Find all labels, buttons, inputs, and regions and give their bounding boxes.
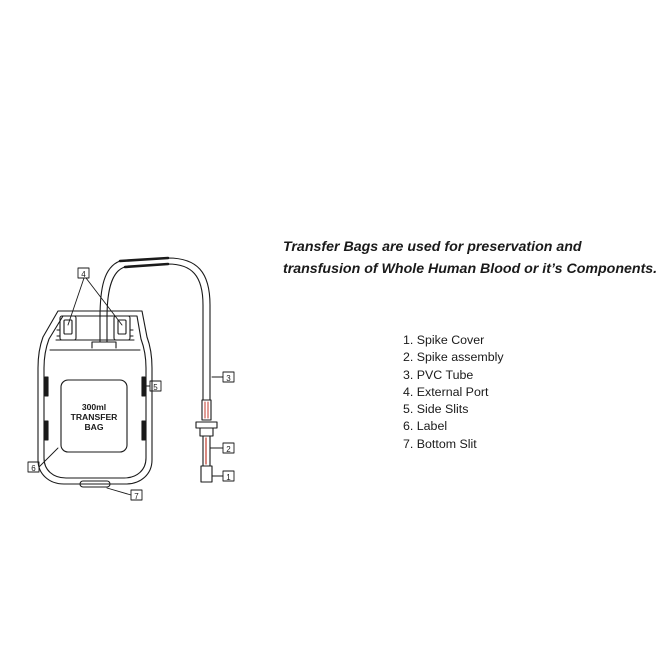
spike-cover	[200, 465, 213, 483]
legend-item-bottom-slit: 7. Bottom Slit	[403, 436, 477, 451]
legend-item-side-slits: 5. Side Slits	[403, 402, 469, 417]
tube-connector	[91, 341, 117, 349]
external-port-left	[56, 315, 77, 341]
bag-body	[37, 310, 153, 485]
callout-5: 5	[153, 383, 158, 392]
leader-lines	[38, 277, 224, 496]
external-port-right	[113, 315, 134, 341]
bag-label-line1: 300ml	[82, 402, 106, 412]
bag-label-line3: BAG	[84, 422, 103, 432]
headline: Transfer Bags are used for preservation …	[283, 236, 658, 280]
legend-item-external-port: 4. External Port	[403, 384, 489, 399]
callout-6: 6	[31, 464, 36, 473]
legend-item-label: 6. Label	[403, 419, 448, 434]
callout-2: 2	[226, 445, 231, 454]
legend-item-spike-cover: 1. Spike Cover	[403, 333, 485, 347]
side-slits	[44, 376, 146, 441]
callout-3: 3	[226, 374, 231, 383]
parts-legend: 1. Spike Cover 2. Spike assembly 3. PVC …	[403, 332, 504, 453]
pvc-tube	[99, 256, 211, 401]
headline-line2: transfusion of Whole Human Blood or it’s…	[283, 261, 658, 277]
legend-item-pvc-tube: 3. PVC Tube	[403, 367, 474, 382]
callout-4: 4	[81, 270, 86, 279]
headline-line1: Transfer Bags are used for preservation …	[283, 239, 582, 255]
callout-7: 7	[134, 492, 139, 501]
spike-assembly	[195, 399, 218, 467]
bag-label-area	[60, 379, 128, 453]
callout-1: 1	[226, 473, 231, 482]
legend-item-spike-assembly: 2. Spike assembly	[403, 350, 504, 365]
callout-boxes	[27, 267, 235, 501]
bottom-slit	[79, 480, 111, 488]
bag-label-line2: TRANSFER	[71, 412, 119, 422]
